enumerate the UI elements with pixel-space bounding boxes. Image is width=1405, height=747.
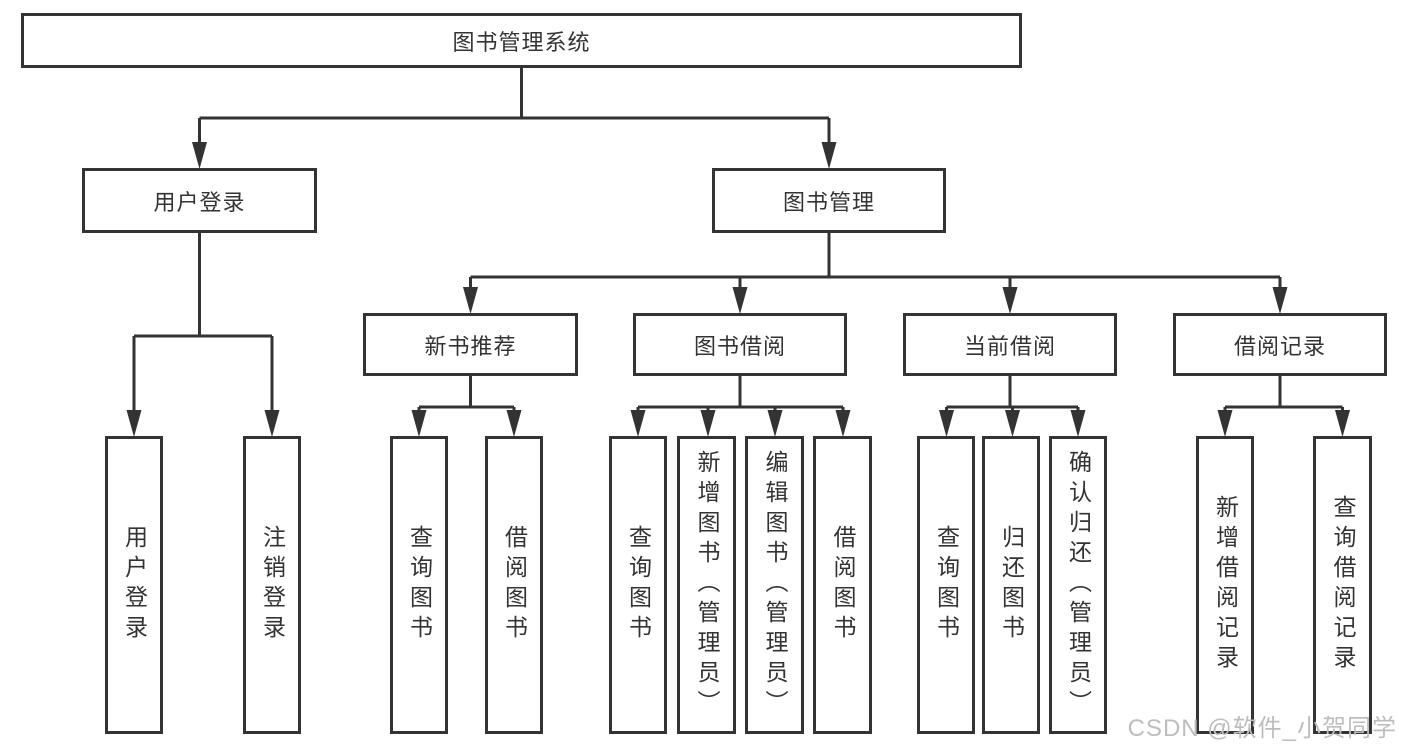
connector-new-book-recommendation: [411, 376, 522, 437]
leaf-query-books-recommend: 查询图书: [390, 436, 448, 734]
node-user-login-branch: 用户登录: [82, 168, 317, 233]
connector-book-management-branch: [463, 233, 1288, 314]
leaf-edit-books-admin: 编辑图书（管理员）: [745, 436, 804, 734]
leaf-borrow-books-borrowing: 借阅图书: [813, 436, 872, 734]
node-book-management: 图书管理: [712, 168, 946, 233]
leaf-query-books-borrowing: 查询图书: [609, 436, 667, 734]
connector-root-to-branches: [192, 68, 837, 169]
connector-book-borrowing: [630, 376, 851, 437]
connector-borrowing-records: [1217, 376, 1350, 437]
leaf-user-login: 用户登录: [105, 436, 163, 734]
leaf-query-books-current: 查询图书: [917, 436, 975, 734]
node-new-book-recommendation: 新书推荐: [363, 313, 578, 376]
node-book-borrowing: 图书借阅: [633, 313, 847, 376]
node-borrowing-records: 借阅记录: [1173, 313, 1387, 376]
leaf-query-borrow-record: 查询借阅记录: [1313, 436, 1372, 734]
node-current-borrowing: 当前借阅: [903, 313, 1117, 376]
leaf-logout: 注销登录: [243, 436, 301, 734]
leaf-return-books: 归还图书: [982, 436, 1040, 734]
leaf-confirm-return-admin: 确认归还（管理员）: [1049, 436, 1107, 734]
leaf-add-borrow-record: 新增借阅记录: [1196, 436, 1254, 734]
node-library-system: 图书管理系统: [21, 13, 1022, 68]
connector-user-login-branch: [126, 233, 280, 437]
leaf-borrow-books-recommend: 借阅图书: [485, 436, 543, 734]
connector-current-borrowing: [939, 376, 1086, 437]
leaf-add-books-admin: 新增图书（管理员）: [677, 436, 736, 734]
